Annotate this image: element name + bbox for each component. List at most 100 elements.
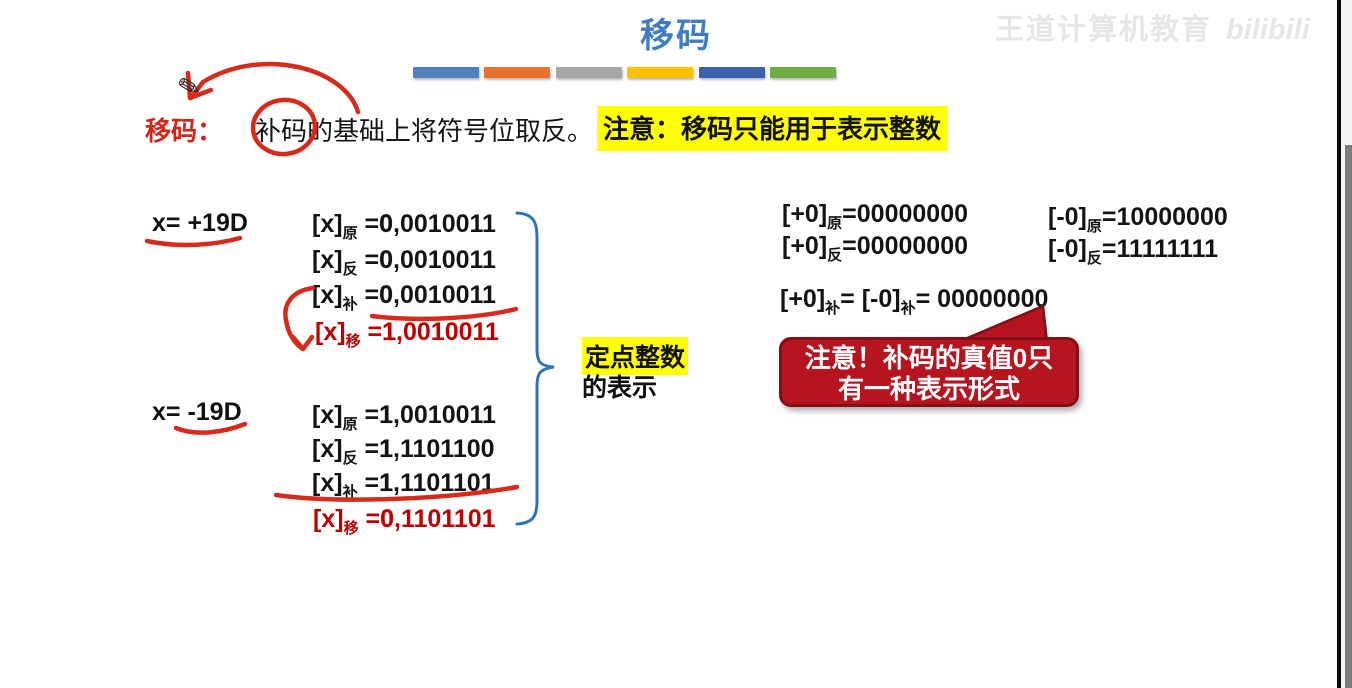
formula-row: [x]补 =1,1101101	[312, 469, 495, 502]
sign-bit: 0	[380, 505, 395, 533]
formula-label: [x]	[312, 469, 343, 497]
formula-label: [x]	[312, 246, 343, 274]
sign-bit: 1	[382, 318, 397, 346]
equals-sign: =	[360, 318, 383, 346]
zero-row: [+0]反=00000000	[782, 232, 968, 265]
zero-label: [+0]	[782, 232, 828, 260]
formula-subscript: 反	[342, 261, 358, 278]
formula-label: [x]	[312, 210, 343, 238]
equals-sign: =	[357, 210, 380, 238]
zero-row: [+0]原=00000000	[782, 200, 968, 233]
equals-sign: =	[842, 200, 857, 228]
zero-value: 00000000	[937, 285, 1049, 313]
zero-row: [-0]原=10000000	[1048, 203, 1228, 236]
formula-row: [x]反 =0,0010011	[312, 246, 496, 279]
zero-label: [-0]	[1048, 203, 1087, 231]
definition-note-highlight: 注意：移码只能用于表示整数	[597, 106, 948, 151]
zero-label: [-0]	[861, 285, 901, 313]
zero-label: [-0]	[1048, 235, 1087, 263]
decor-bar	[770, 67, 836, 78]
page-title: 移码	[640, 17, 712, 55]
watermark-brand: 王道计算机教育	[995, 14, 1213, 46]
zero-complement-row: [+0]补= [-0]补= 00000000	[780, 285, 1048, 318]
formula-subscript: 移	[345, 333, 361, 350]
magnitude-bits: ,1101101	[393, 469, 495, 497]
brace-bracket	[515, 211, 555, 526]
equals-sign: =	[357, 246, 380, 274]
equals-sign: =	[1101, 203, 1117, 231]
callout-line1: 注意！补码的真值0只	[804, 343, 1054, 373]
formula-subscript: 移	[343, 520, 359, 537]
zero-subscript: 补	[900, 300, 916, 317]
equals-sign: =	[358, 505, 381, 533]
formula-row-excess: [x]移 =0,1101101	[313, 505, 496, 538]
zero-value: 00000000	[856, 232, 969, 260]
equals-sign: =	[357, 281, 380, 309]
zero-subscript: 原	[827, 215, 843, 232]
callout-line2: 有一种表示形式	[837, 374, 1020, 404]
magnitude-bits: ,0010011	[393, 210, 496, 238]
magnitude-bits: ,0010011	[396, 318, 499, 346]
brace-label-rest: 的表示	[582, 375, 658, 402]
formula-subscript: 原	[342, 225, 358, 242]
arrow-to-term	[188, 61, 361, 115]
formula-label: [x]	[312, 401, 343, 429]
x-value-label: x= +19D	[152, 209, 248, 237]
formula-subscript: 反	[342, 450, 358, 467]
sign-bit: 1	[379, 435, 394, 463]
decor-bar	[627, 67, 693, 78]
definition-term: 移码：	[145, 117, 224, 146]
equals-sign: =	[840, 285, 862, 313]
magnitude-bits: ,0010011	[393, 401, 496, 429]
formula-row: [x]补 =0,0010011	[312, 281, 496, 314]
sign-bit: 0	[379, 281, 394, 309]
equals-sign: =	[357, 401, 380, 429]
zero-row: [-0]反=11111111	[1048, 235, 1218, 268]
definition-body: 补码的基础上将符号位取反。	[255, 117, 594, 146]
zero-value: 00000000	[856, 200, 969, 228]
callout-note: 注意！补码的真值0只 有一种表示形式	[779, 337, 1079, 407]
equals-sign: =	[1101, 235, 1117, 263]
formula-label: [x]	[312, 281, 343, 309]
sign-bit: 0	[379, 210, 394, 238]
formula-subscript: 原	[342, 416, 358, 433]
hook-arrow	[283, 285, 316, 352]
window-edge-line	[1337, 0, 1341, 688]
formula-subscript: 补	[342, 484, 358, 501]
zero-label: [+0]	[780, 285, 826, 313]
equals-sign: =	[842, 232, 857, 260]
underline-plus19	[144, 235, 243, 248]
formula-row: [x]反 =1,1101100	[312, 435, 495, 468]
decor-bar	[556, 67, 622, 78]
decor-bar	[699, 67, 765, 78]
equals-sign: =	[357, 469, 380, 497]
zero-value: 10000000	[1116, 203, 1228, 231]
decor-bar	[413, 67, 479, 78]
magnitude-bits: ,1101100	[393, 435, 495, 463]
decor-bar	[484, 67, 550, 78]
watermark: 王道计算机教育 bilibili	[995, 6, 1310, 48]
magnitude-bits: ,0010011	[393, 246, 496, 274]
magnitude-bits: ,0010011	[393, 281, 496, 309]
bilibili-logo: bilibili	[1226, 14, 1310, 46]
zero-label: [+0]	[782, 200, 828, 228]
sign-bit: 1	[379, 401, 394, 429]
zero-subscript: 原	[1086, 218, 1102, 235]
window-edge-scroll-area	[1345, 145, 1352, 688]
formula-row-excess: [x]移 =1,0010011	[315, 318, 499, 351]
x-value-label: x= -19D	[152, 398, 242, 426]
equals-sign: =	[357, 435, 380, 463]
pencil-icon: ✎	[174, 69, 204, 105]
zero-subscript: 补	[825, 300, 841, 317]
zero-value: 11111111	[1116, 235, 1219, 263]
formula-label: [x]	[313, 505, 344, 533]
sign-bit: 1	[379, 469, 394, 497]
magnitude-bits: ,1101101	[394, 505, 496, 533]
formula-label: [x]	[315, 318, 346, 346]
zero-subscript: 反	[827, 247, 843, 264]
zero-subscript: 反	[1086, 250, 1102, 267]
formula-row: [x]原 =1,0010011	[312, 401, 496, 434]
formula-subscript: 补	[342, 296, 358, 313]
sign-bit: 0	[379, 246, 394, 274]
